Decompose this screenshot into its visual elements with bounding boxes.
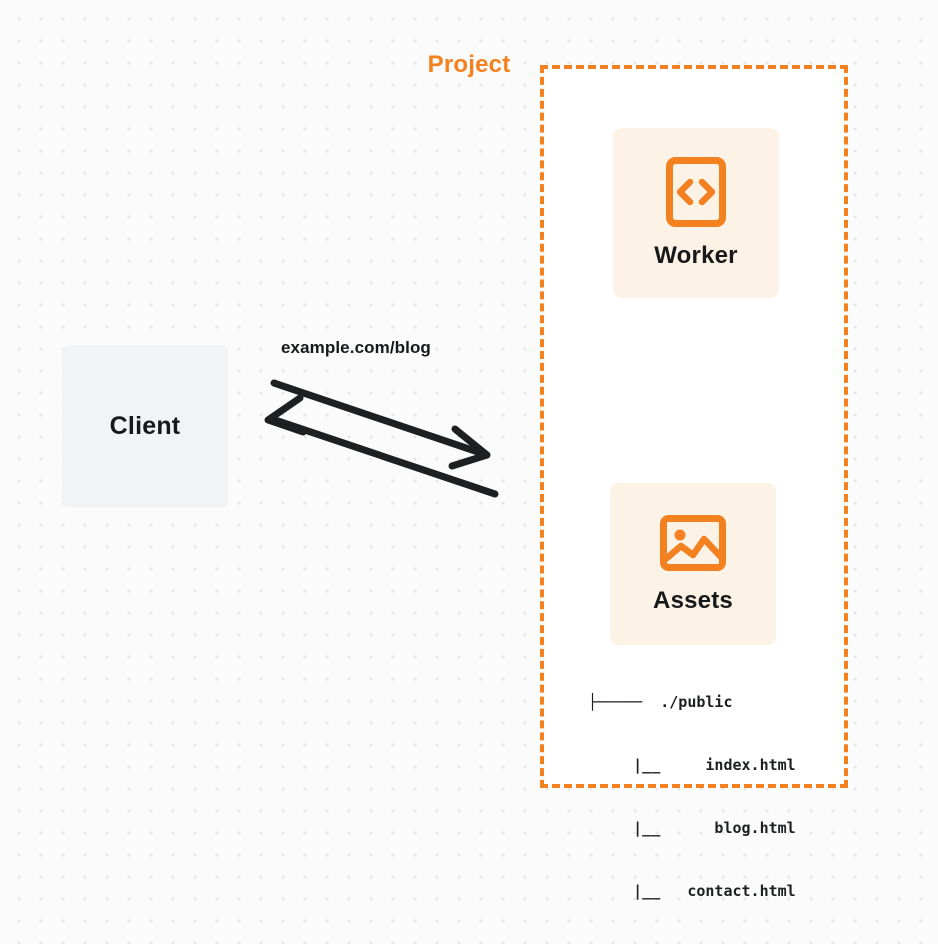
assets-file-tree: ├───── ./public |__ index.html |__ blog.… <box>588 650 796 944</box>
node-assets[interactable]: Assets <box>610 483 776 645</box>
node-worker-label: Worker <box>654 242 738 269</box>
code-document-icon <box>666 157 726 227</box>
node-assets-label: Assets <box>653 587 733 614</box>
node-client-label: Client <box>109 411 181 440</box>
arrow-outbound <box>270 379 491 470</box>
diagram-canvas: Client example.com/blog Project Worker <box>62 51 848 900</box>
arrow-inbound <box>264 394 499 498</box>
tree-row: ├───── ./public <box>588 693 733 711</box>
image-icon <box>660 515 726 571</box>
node-worker[interactable]: Worker <box>613 128 779 298</box>
edge-label-request-url: example.com/blog <box>281 338 431 357</box>
tree-row: |__ contact.html <box>588 882 796 900</box>
tree-row: |__ blog.html <box>588 819 796 837</box>
node-client[interactable]: Client <box>62 345 228 507</box>
container-project-title: Project <box>419 51 519 79</box>
tree-row: |__ index.html <box>588 756 796 774</box>
